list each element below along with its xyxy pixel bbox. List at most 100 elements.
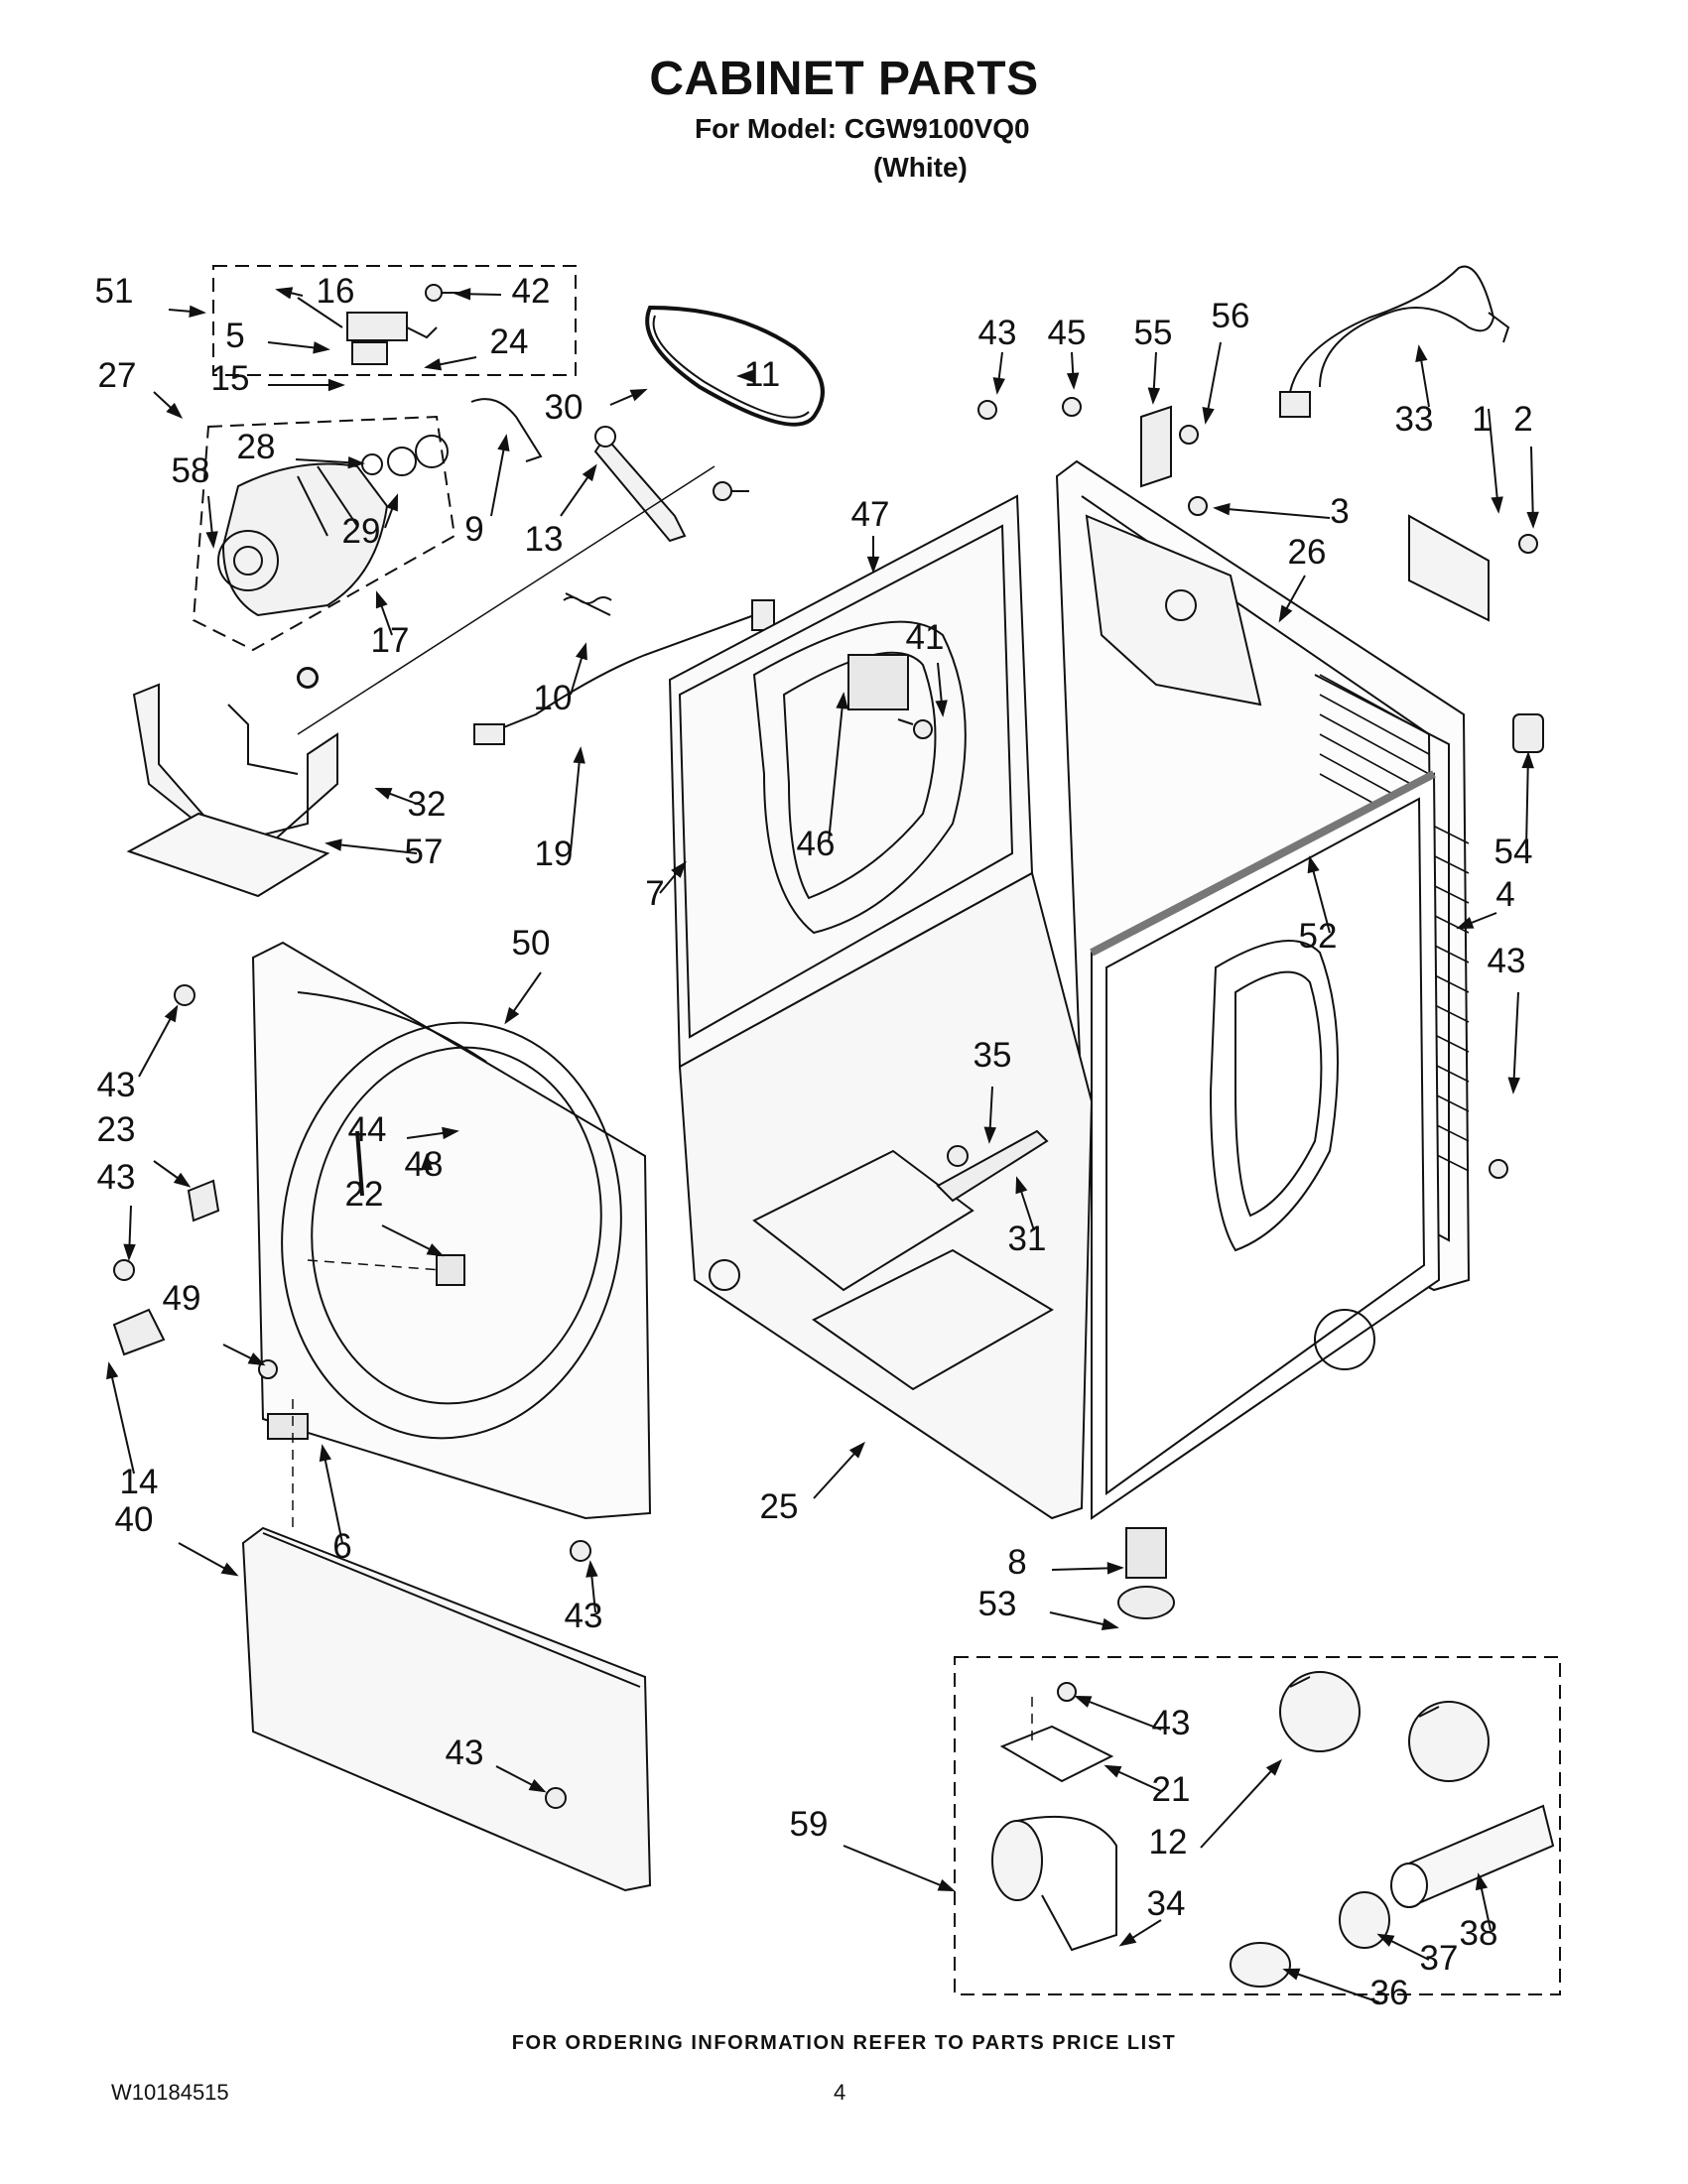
callout-arrow-6 — [322, 1446, 343, 1544]
callout-2: 2 — [1513, 400, 1532, 439]
callout-arrowhead-56 — [1202, 406, 1215, 425]
callout-52: 52 — [1299, 917, 1338, 956]
callout-32: 32 — [408, 785, 447, 824]
callout-43: 43 — [978, 314, 1017, 352]
callout-arrowhead-52 — [1307, 855, 1320, 874]
callout-3: 3 — [1330, 492, 1349, 531]
leader-line — [297, 465, 715, 735]
coupler-37 — [1339, 1891, 1390, 1949]
callout-49: 49 — [163, 1279, 201, 1318]
bolt-11 — [713, 481, 749, 501]
motor — [217, 462, 389, 617]
callout-16: 16 — [317, 272, 355, 311]
exhaust-kit-box — [954, 1656, 1561, 1995]
callout-23: 23 — [97, 1110, 136, 1149]
callout-arrowhead-43 — [1507, 1077, 1520, 1094]
callout-arrowhead-30 — [629, 388, 648, 402]
callout-arrow-14 — [108, 1363, 135, 1475]
clamp-14 — [112, 1308, 166, 1356]
callout-40: 40 — [115, 1500, 154, 1539]
callout-58: 58 — [172, 451, 210, 490]
front-panel — [251, 941, 652, 1520]
callout-1: 1 — [1472, 400, 1491, 439]
callout-25: 25 — [760, 1487, 799, 1526]
callout-arrow-36 — [1284, 1969, 1380, 2003]
callout-arrowhead-31 — [1015, 1176, 1028, 1195]
model-line: For Model: CGW9100VQ0 — [695, 113, 1030, 144]
callout-41: 41 — [906, 618, 945, 657]
drive-belt — [645, 305, 825, 427]
callout-arrowhead-49 — [247, 1352, 266, 1366]
callout-arrowhead-34 — [1118, 1932, 1137, 1947]
callout-arrowhead-47 — [866, 556, 880, 574]
callout-19: 19 — [535, 835, 574, 873]
callout-43: 43 — [97, 1158, 136, 1197]
callout-arrowhead-53 — [1101, 1617, 1119, 1630]
screw-43-b — [113, 1259, 135, 1281]
callout-arrowhead-3 — [1213, 503, 1231, 516]
page-number: 4 — [834, 2080, 846, 2105]
callout-4: 4 — [1495, 875, 1514, 914]
dashed-leaders — [292, 1259, 1033, 1746]
callout-arrowhead-25 — [848, 1441, 865, 1459]
callout-arrowhead-6 — [319, 1444, 331, 1463]
callout-22: 22 — [345, 1175, 384, 1214]
duct-38 — [1390, 1804, 1555, 1908]
model-color: (White) — [873, 152, 968, 183]
callout-arrowhead-44 — [442, 1126, 459, 1140]
callout-arrowhead-4 — [1456, 917, 1475, 930]
callout-51: 51 — [95, 272, 134, 311]
callout-arrow-46 — [828, 694, 844, 842]
callout-arrowhead-8 — [1106, 1562, 1124, 1575]
callout-7: 7 — [645, 874, 664, 913]
power-cord — [1279, 265, 1510, 418]
callout-arrowhead-46 — [836, 692, 848, 709]
screw-43-a — [174, 984, 195, 1006]
callout-arrowhead-22 — [426, 1243, 445, 1257]
callout-43: 43 — [1488, 942, 1526, 980]
callout-48: 48 — [405, 1145, 444, 1184]
callout-arrowhead-33 — [1415, 344, 1428, 362]
callout-10: 10 — [534, 679, 573, 717]
callout-33: 33 — [1395, 400, 1434, 439]
callout-arrowhead-43 — [528, 1778, 547, 1793]
callout-arrowhead-24 — [424, 358, 443, 371]
callout-arrow-59 — [843, 1845, 954, 1891]
callout-arrowhead-40 — [220, 1562, 239, 1577]
callout-arrowhead-13 — [582, 463, 597, 482]
plate-21 — [999, 1725, 1114, 1783]
door-latch-22 — [436, 1254, 465, 1286]
callout-arrow-57 — [326, 842, 418, 854]
callout-57: 57 — [405, 833, 444, 871]
callout-44: 44 — [348, 1110, 387, 1149]
callout-arrow-43 — [1512, 991, 1519, 1092]
callout-arrowhead-43 — [585, 1560, 598, 1578]
callout-arrow-3 — [1215, 507, 1331, 519]
callout-28: 28 — [237, 428, 276, 466]
callout-arrowhead-7 — [671, 860, 687, 878]
callout-arrow-19 — [570, 748, 582, 852]
callout-14: 14 — [120, 1463, 159, 1501]
screw-35 — [947, 1145, 969, 1167]
callout-27: 27 — [98, 356, 137, 395]
bracket-55 — [1140, 405, 1172, 488]
callout-arrowhead-54 — [1521, 751, 1534, 769]
callout-arrows — [106, 287, 1539, 2003]
callout-42: 42 — [512, 272, 551, 311]
callout-59: 59 — [790, 1805, 829, 1844]
dryness-sensor-46 — [847, 654, 909, 710]
callout-15: 15 — [211, 359, 250, 398]
callout-arrowhead-27 — [166, 402, 184, 419]
callout-arrowhead-43 — [123, 1243, 136, 1261]
callout-24: 24 — [490, 322, 529, 361]
callout-arrowhead-51 — [189, 305, 206, 318]
callout-45: 45 — [1048, 314, 1087, 352]
access-cover — [1408, 514, 1490, 622]
screw-3 — [1188, 496, 1208, 516]
callout-arrowhead-29 — [386, 493, 399, 512]
light-48 — [355, 1130, 364, 1197]
callout-arrowhead-43 — [1074, 1695, 1093, 1708]
callout-29: 29 — [342, 512, 381, 551]
